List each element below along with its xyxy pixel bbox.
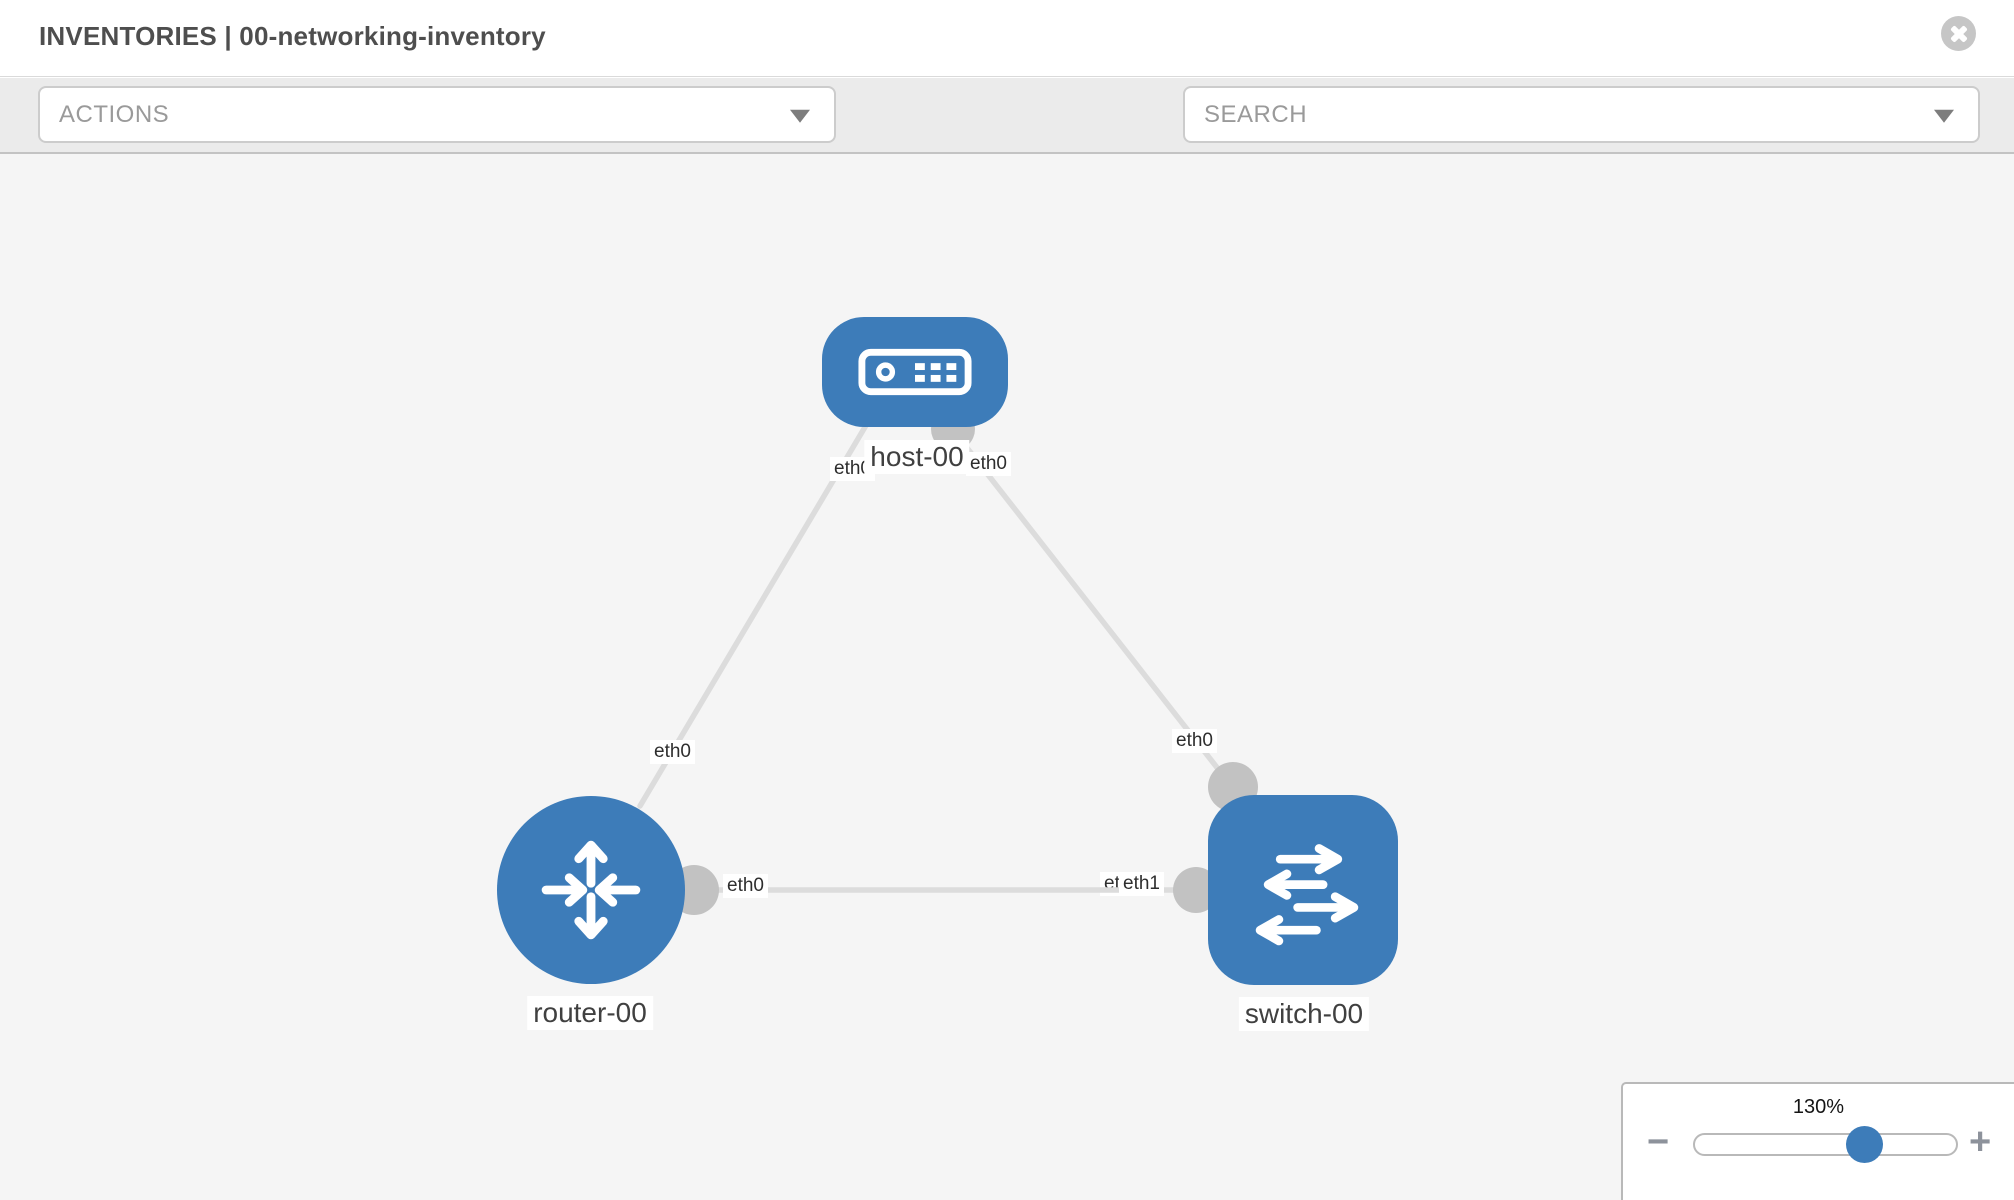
iface-label-host-eth0: eth0 [966,452,1011,476]
switch-icon [1255,844,1359,946]
actions-dropdown-label: ACTIONS [59,100,170,128]
zoom-out-button[interactable]: − [1647,1121,1670,1163]
actions-dropdown[interactable]: ACTIONS [38,86,836,143]
node-label-host: host-00 [864,440,970,474]
zoom-panel: 130% − + [1621,1082,2014,1200]
topology-canvas[interactable] [0,154,2014,1200]
search-dropdown[interactable]: SEARCH [1183,86,1980,143]
close-icon[interactable] [1941,16,1976,51]
zoom-slider-track[interactable] [1693,1133,1958,1156]
node-switch-00[interactable] [1208,795,1398,985]
page-title: INVENTORIES | 00-networking-inventory [39,21,546,51]
node-host-00[interactable] [822,317,1008,427]
iface-label-router-eth0: eth0 [723,874,768,898]
node-label-router: router-00 [527,996,653,1030]
node-router-00[interactable] [497,796,685,984]
router-icon [541,840,641,940]
header: INVENTORIES | 00-networking-inventory [0,0,2014,77]
chevron-down-icon [790,109,810,123]
iface-label-switch-eth1: eth1 [1119,872,1164,896]
iface-label-router-eth0: eth0 [650,740,695,764]
host-icon [858,348,972,396]
zoom-slider-handle[interactable] [1846,1126,1883,1163]
zoom-level-value: 130% [1792,1096,1845,1118]
chevron-down-icon [1934,109,1954,123]
search-placeholder: SEARCH [1204,100,1308,128]
node-label-switch: switch-00 [1238,997,1370,1031]
iface-label-switch-eth0: eth0 [1172,729,1217,753]
zoom-in-button[interactable]: + [1969,1121,1992,1163]
toolbar: ACTIONS SEARCH [0,78,2014,211]
